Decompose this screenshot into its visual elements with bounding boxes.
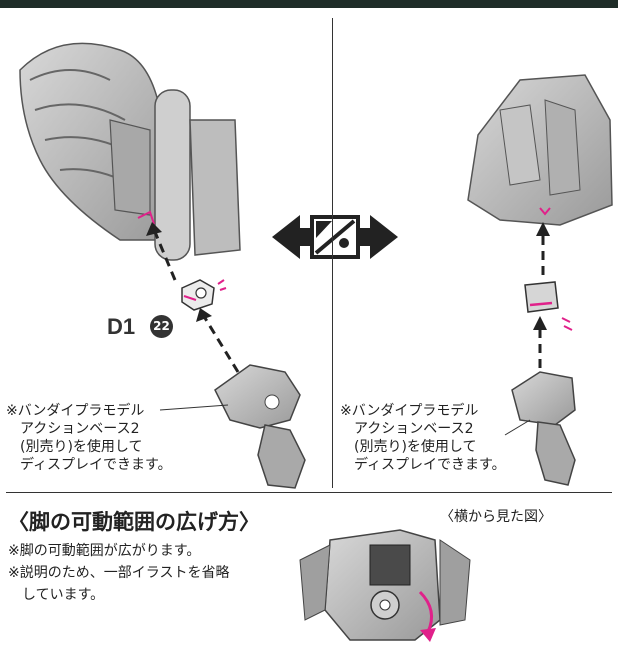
torso-assembly: [467, 74, 613, 226]
left-guide-arrow: [146, 222, 240, 373]
section-title: 〈脚の可動範囲の広げ方〉: [8, 510, 260, 534]
vertical-divider: [332, 18, 333, 488]
part-small-block: [524, 281, 573, 331]
right-display-note: ※バンダイプラモデル アクションベース2 (別売り)を使用して ディスプレイでき…: [340, 402, 506, 474]
horizontal-divider: [6, 492, 612, 493]
side-view-figure: [299, 529, 471, 642]
left-action-base: [159, 364, 306, 489]
section-note-1: ※脚の可動範囲が広がります。: [8, 543, 201, 559]
section-note-3: しています。: [22, 587, 105, 603]
note-line: アクションベース2: [354, 421, 474, 437]
part-number-badge: 22: [150, 315, 173, 338]
note-line: ディスプレイできます。: [20, 457, 172, 473]
note-line: (別売り)を使用して: [354, 439, 477, 455]
note-line: ※バンダイプラモデル: [340, 403, 479, 419]
part-label: D1: [107, 314, 136, 339]
top-bar: [0, 0, 618, 8]
section-note-2: ※説明のため、一部イラストを省略: [8, 565, 230, 581]
note-line: ディスプレイできます。: [354, 457, 506, 473]
wing-assembly: [19, 42, 241, 261]
right-action-base: [504, 371, 576, 486]
side-view-label: 〈横から見た図〉: [440, 509, 552, 525]
note-line: (別売り)を使用して: [20, 439, 143, 455]
note-line: ※バンダイプラモデル: [6, 403, 145, 419]
swap-arrow-icon: [272, 215, 398, 259]
left-display-note: ※バンダイプラモデル アクションベース2 (別売り)を使用して ディスプレイでき…: [6, 402, 172, 474]
right-guide-arrow: [533, 222, 550, 368]
part-d1-piece: [181, 279, 227, 311]
note-line: アクションベース2: [20, 421, 140, 437]
